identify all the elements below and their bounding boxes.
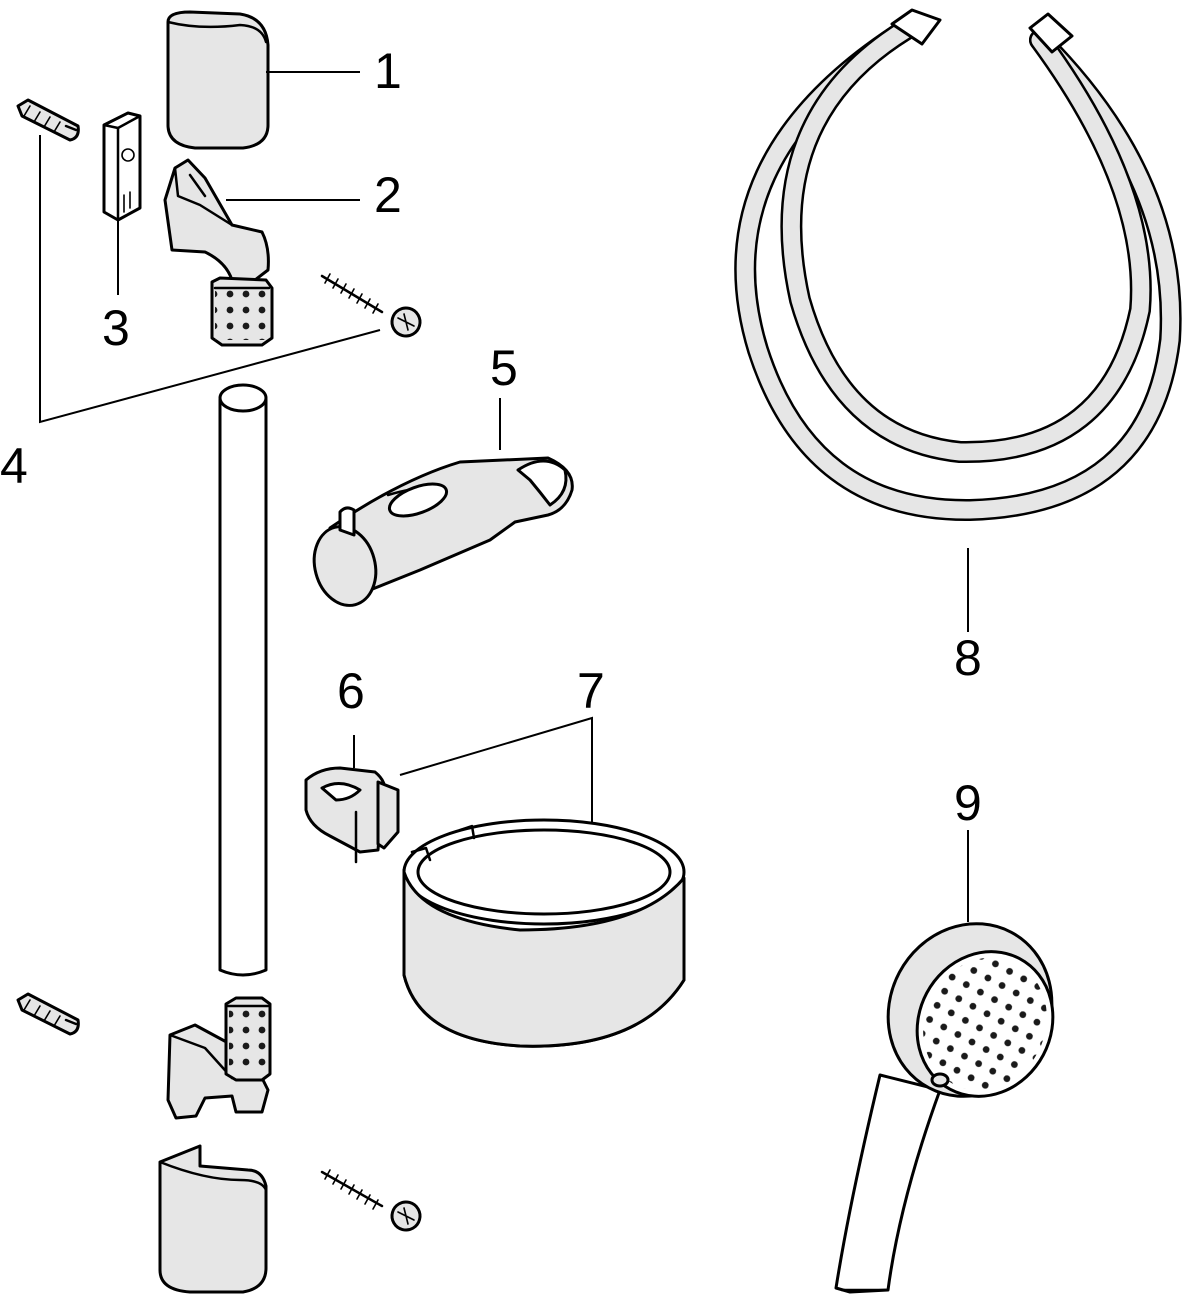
callout-2: 2 (374, 167, 402, 223)
mounting-plate-icon (102, 111, 142, 222)
cap-icon (166, 10, 270, 150)
slider-icon (312, 456, 574, 607)
wall-plug-icon (16, 98, 80, 142)
cap-icon (158, 1144, 268, 1294)
callout-3: 3 (102, 300, 130, 356)
wall-plug-icon (16, 992, 80, 1036)
callout-6: 6 (337, 663, 365, 719)
shower-hose-icon (734, 8, 1182, 522)
soap-dish-ring-icon (402, 818, 686, 1048)
leader-lines (39, 71, 969, 922)
callout-7: 7 (577, 663, 605, 719)
slide-rail-icon (218, 383, 268, 977)
screw-icon (320, 1169, 422, 1232)
callout-5: 5 (490, 340, 518, 396)
wall-bracket-top-icon (163, 158, 274, 347)
hand-shower-icon (834, 922, 1055, 1294)
clip-icon (304, 766, 400, 864)
callout-8: 8 (954, 630, 982, 686)
callout-1: 1 (374, 43, 402, 99)
screw-icon (320, 273, 422, 338)
callout-4: 4 (0, 438, 28, 494)
wall-bracket-bottom-icon (166, 996, 272, 1120)
callout-9: 9 (954, 775, 982, 831)
